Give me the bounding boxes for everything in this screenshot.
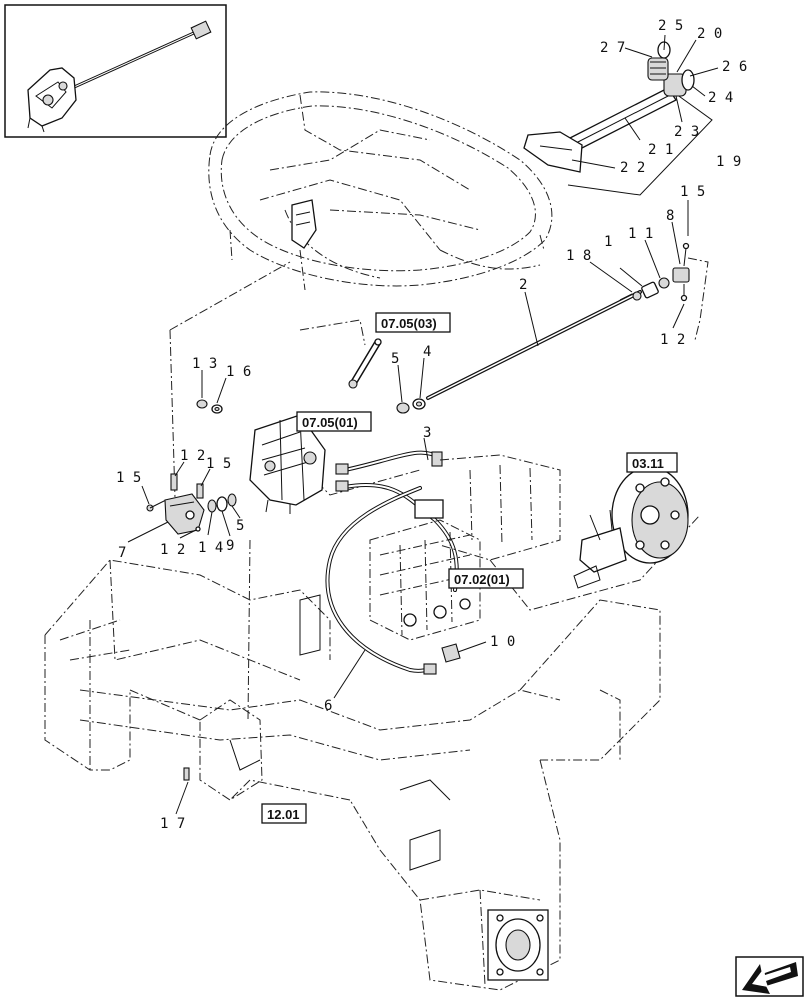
callout-15-mid: 1 5	[206, 456, 231, 472]
ref-07-02-01[interactable]: 07.02(01)	[448, 568, 524, 589]
callout-12-right: 1 2	[660, 332, 685, 348]
left-linkage-parts	[146, 398, 426, 535]
svg-text:03.11: 03.11	[632, 456, 664, 471]
callout-18: 1 8	[566, 248, 591, 264]
ref-12-01[interactable]: 12.01	[261, 803, 307, 824]
callout-20: 2 0	[697, 26, 722, 42]
callout-13: 1 3	[192, 356, 217, 372]
callout-14: 1 4	[198, 540, 223, 556]
hydraulic-pump	[573, 466, 689, 589]
valve-handle-detail	[523, 41, 713, 196]
svg-text:07.05(03): 07.05(03)	[381, 316, 437, 331]
callouts: 2 7 2 5 2 0 2 6 2 4 2 3 2 1 2 2 1 9 1 5 …	[116, 18, 747, 832]
callout-24: 2 4	[708, 90, 733, 106]
callout-21: 2 1	[648, 142, 673, 158]
callout-2: 2	[519, 277, 527, 293]
callout-19: 1 9	[716, 154, 741, 170]
callout-9: 9	[226, 538, 234, 554]
callout-12-left-bottom: 1 2	[160, 542, 185, 558]
ref-07-05-03[interactable]: 07.05(03)	[375, 312, 451, 333]
callout-27: 2 7	[600, 40, 625, 56]
ref-07-05-01[interactable]: 07.05(01)	[296, 411, 372, 432]
svg-text:07.02(01): 07.02(01)	[454, 572, 510, 587]
callout-5-bottom: 5	[236, 518, 244, 534]
callout-23: 2 3	[674, 124, 699, 140]
callout-12-left-top: 1 2	[180, 448, 205, 464]
callout-15-right: 1 5	[680, 184, 705, 200]
callout-1: 1	[604, 234, 612, 250]
hydraulic-hoses	[325, 450, 461, 675]
callout-6: 6	[324, 698, 332, 714]
control-valve-block	[369, 454, 561, 641]
leader-lines	[127, 34, 719, 815]
callout-22: 2 2	[620, 160, 645, 176]
cab-frame	[208, 91, 553, 291]
callout-8: 8	[666, 208, 674, 224]
ref-03-11[interactable]: 03.11	[626, 452, 678, 473]
callout-10: 1 0	[490, 634, 515, 650]
reference-boxes: 07.05(03) 07.05(01) 03.11 07.02(01) 12.0…	[261, 312, 678, 824]
svg-text:07.05(01): 07.05(01)	[302, 415, 358, 430]
callout-11: 1 1	[628, 226, 653, 242]
tractor-chassis	[44, 559, 661, 991]
callout-16: 1 6	[226, 364, 251, 380]
control-rod	[426, 242, 690, 400]
lift-bracket-assembly	[249, 338, 382, 514]
callout-5-top: 5	[391, 351, 399, 367]
callout-7: 7	[118, 545, 126, 561]
svg-text:12.01: 12.01	[267, 807, 300, 822]
callout-15-left: 1 5	[116, 470, 141, 486]
callout-4: 4	[423, 344, 431, 360]
callout-17: 1 7	[160, 816, 185, 832]
back-arrow-icon[interactable]	[735, 956, 804, 997]
inset-view	[4, 4, 227, 138]
callout-26: 2 6	[722, 59, 747, 75]
callout-3: 3	[423, 425, 431, 441]
callout-25: 2 5	[658, 18, 683, 34]
